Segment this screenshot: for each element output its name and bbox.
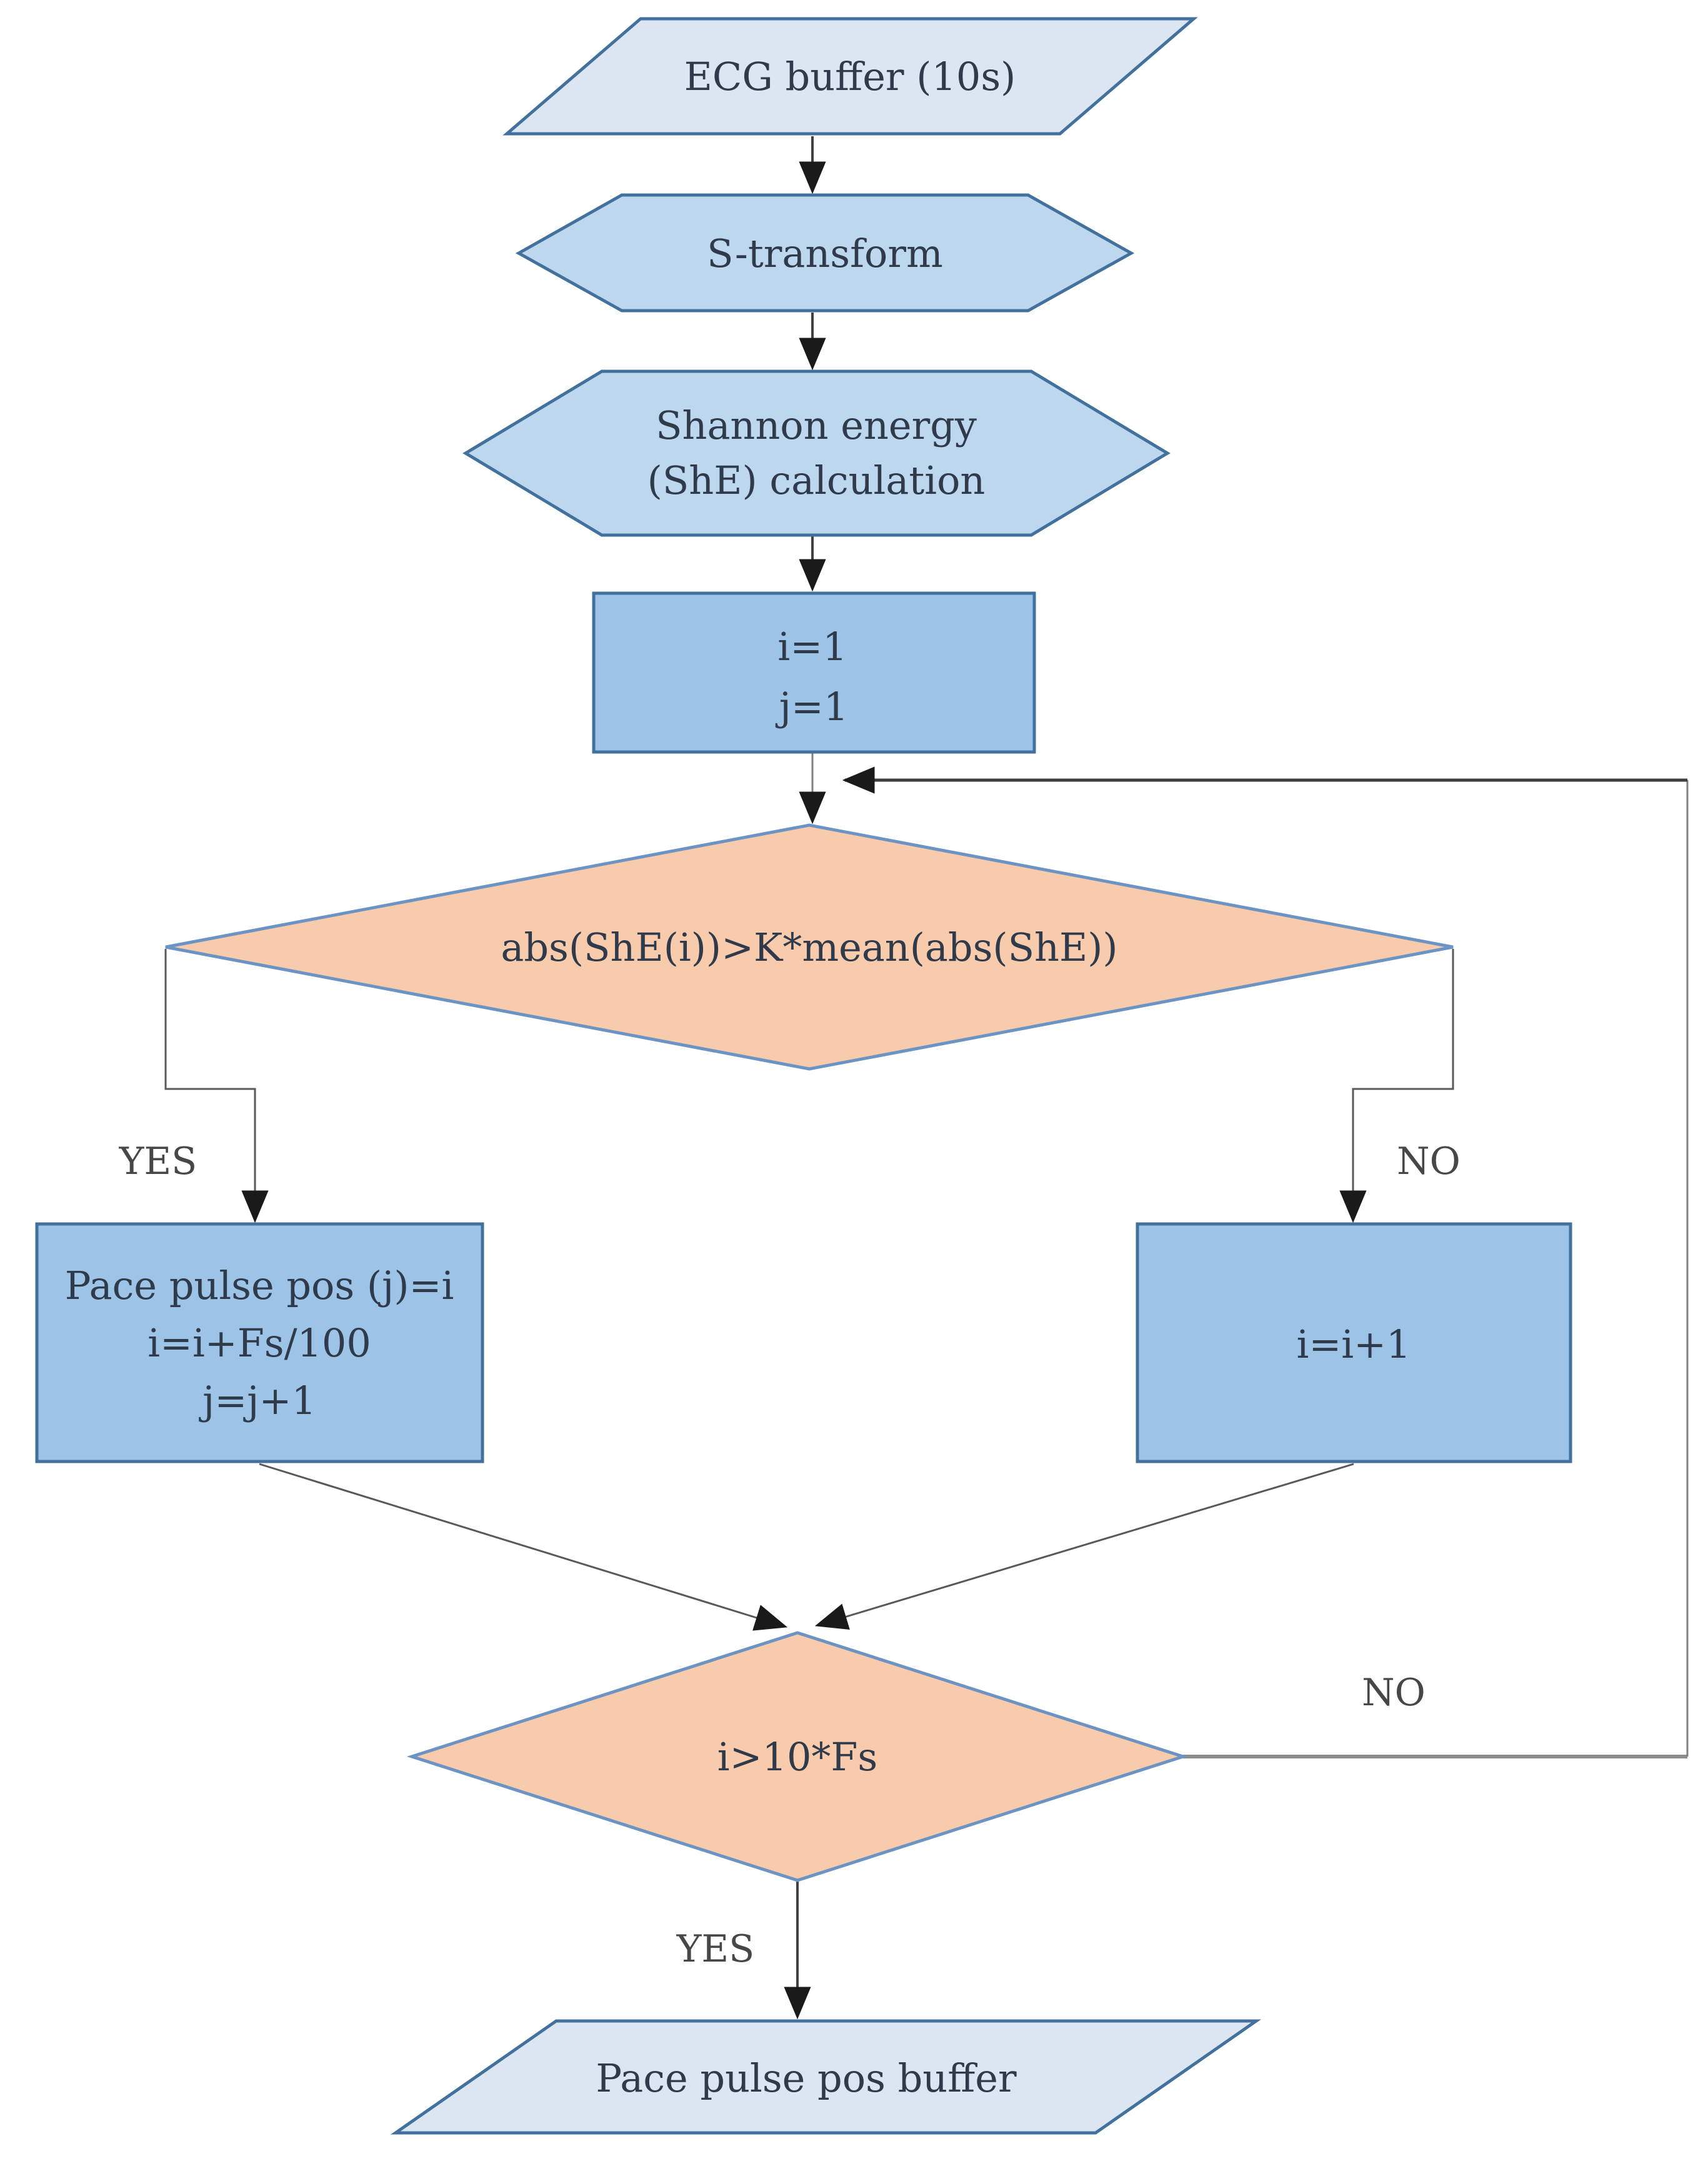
s-transform-label: S-transform — [707, 231, 943, 276]
pace-buffer-node — [391, 2019, 1261, 2135]
end-yes-label: YES — [676, 1927, 755, 1971]
ecg-buffer-node — [502, 17, 1198, 136]
arrow-store-to-endcheck — [259, 1463, 788, 1631]
end-no-label: NO — [1362, 1671, 1426, 1715]
end-decision-label: i>10*Fs — [717, 1734, 878, 1780]
threshold-yes-label: YES — [119, 1140, 197, 1183]
init-label-line1: i=1 — [777, 624, 847, 669]
s-transform-node — [515, 193, 1135, 313]
store-pace-node — [35, 1222, 484, 1463]
arrow-increment-to-endcheck — [814, 1463, 1354, 1630]
end-decision-node — [406, 1631, 1189, 1882]
init-label-line2: j=1 — [776, 684, 849, 730]
increment-node — [1136, 1222, 1572, 1463]
threshold-decision-label: abs(ShE(i))>K*mean(abs(ShE)) — [501, 925, 1117, 970]
threshold-no-label: NO — [1397, 1140, 1461, 1183]
threshold-decision-node — [165, 823, 1454, 1071]
shannon-energy-label-line1: Shannon energy — [656, 403, 977, 448]
arrow-threshold-yes — [164, 949, 269, 1223]
shannon-energy-node — [462, 369, 1171, 537]
ecg-buffer-label: ECG buffer (10s) — [684, 54, 1016, 99]
pace-buffer-label: Pace pulse pos buffer — [596, 2055, 1017, 2101]
store-pace-label-line2: i=i+Fs/100 — [147, 1320, 371, 1366]
shannon-energy-label-line2: (ShE) calculation — [647, 458, 986, 503]
increment-label: i=i+1 — [1296, 1321, 1411, 1367]
store-pace-label-line1: Pace pulse pos (j)=i — [65, 1263, 454, 1308]
init-node — [592, 591, 1036, 754]
arrow-threshold-no — [1339, 949, 1454, 1223]
store-pace-label-line3: j=j+1 — [199, 1378, 316, 1423]
